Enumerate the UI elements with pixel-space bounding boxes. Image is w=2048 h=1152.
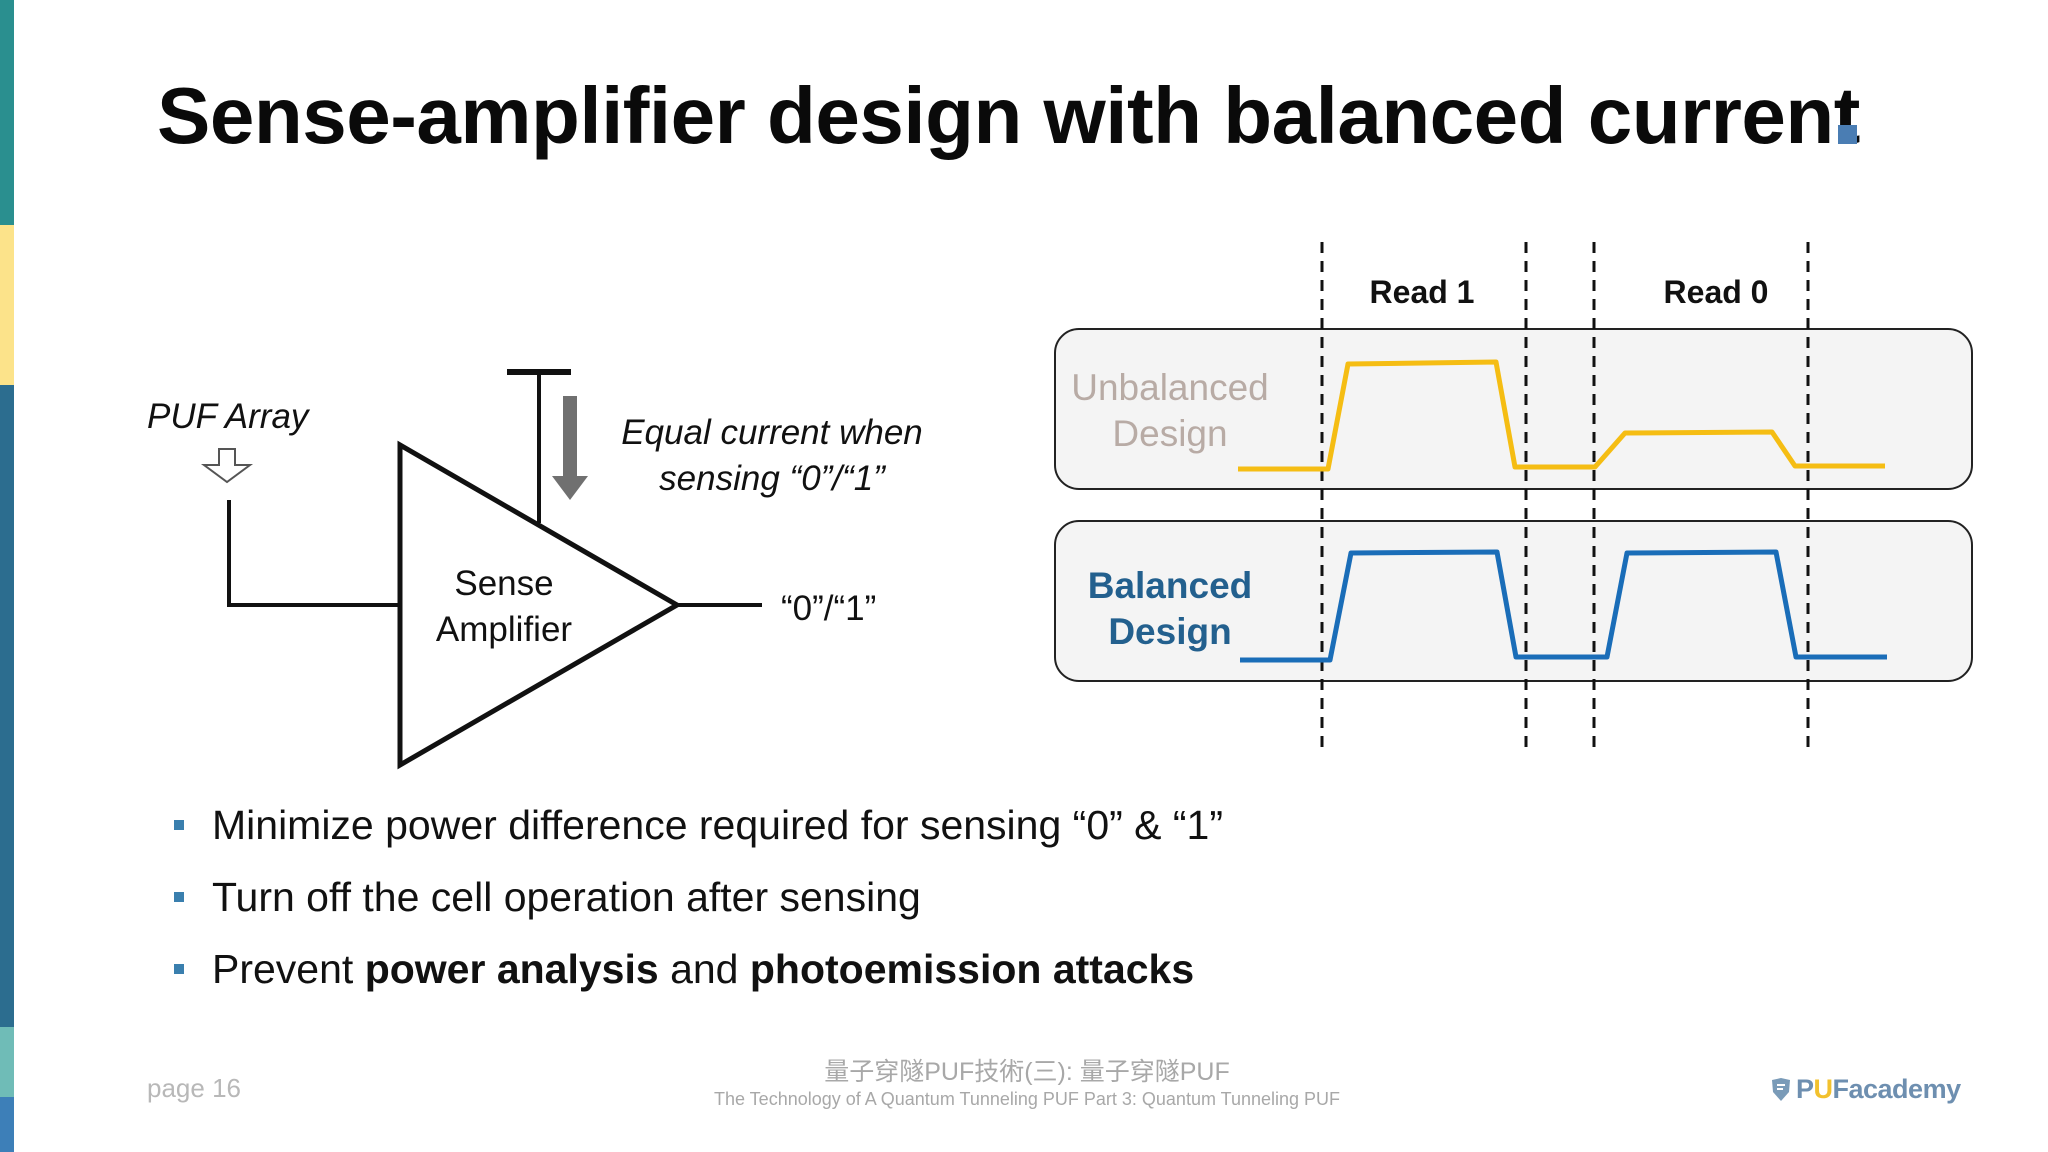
balanced-design-panel <box>1054 520 1973 682</box>
bullet-square-icon <box>174 820 184 830</box>
bullet-item: Turn off the cell operation after sensin… <box>170 867 1223 939</box>
bullet-item: Minimize power difference required for s… <box>170 795 1223 867</box>
bullet-text: Prevent <box>212 946 365 992</box>
slide-title: Sense-amplifier design with balanced cur… <box>157 71 1860 160</box>
title-dot <box>1838 125 1857 144</box>
puf-array-label: PUF Array <box>147 397 311 436</box>
side-bar-segment-2 <box>0 225 14 385</box>
bullet-text: Minimize power difference required for s… <box>212 802 1224 848</box>
logo-shield-icon <box>1772 1077 1790 1101</box>
bullet-list: Minimize power difference required for s… <box>170 795 1223 1011</box>
down-arrow-outline-icon <box>200 448 254 484</box>
bullet-text: Turn off the cell operation after sensin… <box>212 874 921 920</box>
sense-amp-circuit: PUF Array Sense Amplifier Equal current … <box>147 369 923 770</box>
phase-label-read0: Read 0 <box>1664 274 1769 310</box>
footer-title: 量子穿隧PUF技術(三): 量子穿隧PUF The Technology of … <box>714 1057 1340 1111</box>
balanced-label-line2: Design <box>1108 611 1231 652</box>
amplifier-triangle <box>397 440 682 770</box>
bullet-text-bold: power analysis <box>364 946 659 992</box>
footer-title-en: The Technology of A Quantum Tunneling PU… <box>713 1089 1341 1109</box>
output-label: “0”/“1” <box>781 589 876 628</box>
unbalanced-label-line2: Design <box>1112 413 1227 454</box>
side-bar-segment-5 <box>0 1097 14 1152</box>
bullet-square-icon <box>174 892 184 902</box>
bullet-square-icon <box>174 964 184 974</box>
side-bar-segment-3 <box>0 385 14 1027</box>
input-wire <box>227 500 400 607</box>
footer-title-zh: 量子穿隧PUF技術(三): 量子穿隧PUF <box>824 1058 1230 1086</box>
unbalanced-label-line1: Unbalanced <box>1071 367 1268 408</box>
unbalanced-design-panel <box>1054 328 1973 490</box>
logo-wordmark: PUFacademy <box>1796 1074 1961 1104</box>
current-arrow-icon <box>552 396 588 500</box>
current-note-line2: sensing “0”/“1” <box>659 459 886 498</box>
balanced-waveform <box>1240 549 1887 663</box>
bullet-text: and <box>658 946 750 992</box>
timing-diagram: Read 1 Read 0 Unbalanced Design Balanced… <box>1054 242 1973 750</box>
amp-label-line1: Sense <box>454 564 553 603</box>
page-number: page 16 <box>147 1073 241 1103</box>
bullet-text-bold: photoemission attacks <box>749 946 1195 992</box>
side-bar-segment-1 <box>0 0 14 225</box>
current-note-line1: Equal current when <box>621 413 923 452</box>
puf-academy-logo: PUFacademy <box>1769 1074 1961 1105</box>
side-bar-segment-4 <box>0 1027 14 1097</box>
unbalanced-waveform <box>1238 359 1885 472</box>
bullet-item: Prevent power analysis and photoemission… <box>170 939 1223 1011</box>
balanced-label-line1: Balanced <box>1088 565 1253 606</box>
amp-label-line2: Amplifier <box>436 610 572 649</box>
phase-label-read1: Read 1 <box>1370 274 1475 310</box>
